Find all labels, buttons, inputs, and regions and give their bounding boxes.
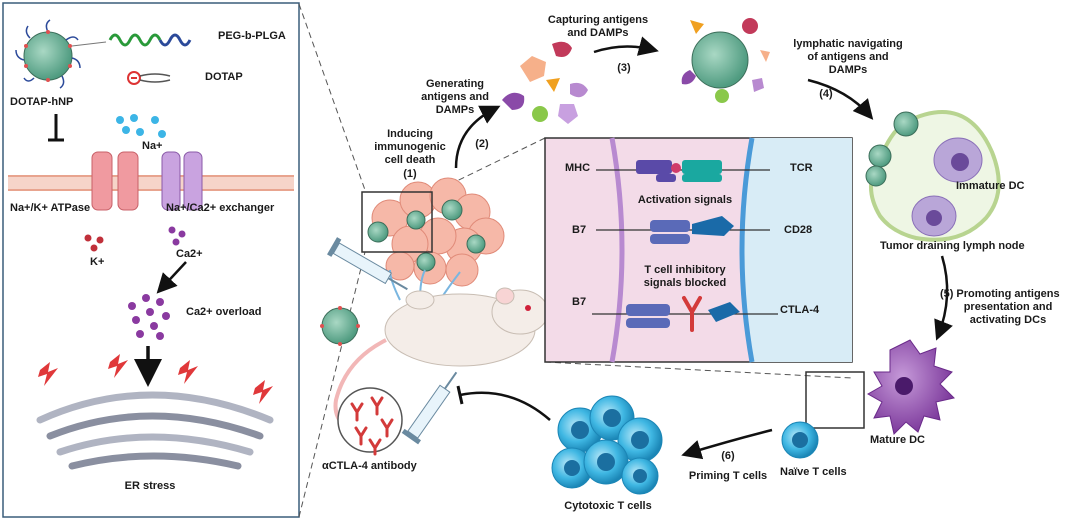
er-stress-label: ER stress (124, 480, 176, 492)
step1-label: Inducing immunogenic cell death (374, 128, 446, 166)
cd28-label: CD28 (784, 224, 813, 236)
peg-chain-icon (108, 33, 162, 47)
cytotoxic-t-cells-icon (551, 395, 663, 495)
tumor-mass-icon (367, 177, 505, 287)
actla4-antibody-label: αCTLA-4 antibody (322, 460, 417, 472)
nanoparticle-syringe-icon (327, 237, 408, 291)
dotap-hnp-icon (15, 19, 81, 89)
tcr-label: TCR (790, 162, 813, 174)
zoom-box-tumor (361, 191, 433, 253)
antigens-damps-icon (502, 41, 588, 124)
k-label: K+ (90, 256, 105, 268)
b7-top-label: B7 (572, 224, 587, 236)
mouse-icon (333, 287, 549, 442)
step4-number: (4) (819, 88, 833, 100)
step2-number: (2) (475, 138, 489, 150)
sodium-ions (116, 114, 166, 138)
calcium-overload-icon (128, 294, 170, 340)
cytotoxic-t-cells-label: Cytotoxic T cells (564, 500, 652, 512)
calcium-ions (168, 226, 186, 246)
ctla4-label: CTLA-4 (780, 304, 820, 316)
zoom-lines (298, 3, 853, 518)
na-label: Na+ (142, 140, 163, 152)
immature-dc-label: Immature DC (956, 180, 1025, 192)
na-k-atpase-icon (91, 151, 139, 211)
step1-number: (1) (403, 168, 417, 180)
step5-label: Promoting antigens presentation and acti… (956, 288, 1060, 326)
naive-t-cells-label: Naïve T cells (780, 466, 847, 478)
na-ca-exchanger-icon (161, 151, 203, 211)
zoom-box-dc (805, 371, 865, 429)
step2-label: Generating antigens and DAMPs (421, 78, 489, 116)
ca-label: Ca2+ (176, 248, 203, 260)
step-arrows (454, 36, 953, 460)
step6-number: (6) (721, 450, 735, 462)
mature-dc-icon (866, 339, 955, 435)
activation-signals-label: Activation signals (637, 194, 733, 206)
inhibitory-signals-label: T cell inhibitory signals blocked (643, 264, 727, 289)
lymph-node-icon (869, 110, 1001, 242)
lymph-node-label: Tumor draining lymph node (880, 240, 1025, 252)
ca-overload-label: Ca2+ overload (186, 306, 262, 318)
dotap-hnp-label: DOTAP-hNP (10, 96, 74, 108)
endoplasmic-reticulum-icon (36, 391, 274, 470)
step6-label: Priming T cells (688, 470, 768, 482)
immune-synapse-panel (544, 137, 853, 363)
lymph-node-nanoparticles (865, 111, 919, 187)
dotap-lipid-icon (127, 71, 171, 85)
step4-label: lymphatic navigating of antigens and DAM… (793, 38, 903, 76)
na-ca-exchanger-label: Na+/Ca2+ exchanger (166, 202, 275, 214)
plga-chain-icon (158, 33, 192, 47)
mhc-label: MHC (565, 162, 591, 174)
step3-number: (3) (617, 62, 631, 74)
stress-lightning-icons (38, 354, 273, 404)
cell-membrane (8, 176, 294, 190)
na-k-atpase-label: Na+/K+ ATPase (10, 202, 91, 214)
potassium-ions (84, 234, 104, 252)
antibody-zoom-circle (337, 387, 403, 456)
antigen-loaded-nanoparticle-icon (681, 18, 770, 103)
step5-number: (5) (940, 288, 954, 300)
dotap-label: DOTAP (205, 71, 243, 83)
mature-dc-label: Mature DC (870, 434, 926, 446)
antibody-syringe-icon (401, 371, 458, 445)
inhibition-arrow (459, 391, 551, 421)
step3-label: Capturing antigens and DAMPs (547, 14, 649, 39)
free-nanoparticle-icon (320, 306, 360, 346)
peg-b-plga-label: PEG-b-PLGA (218, 30, 286, 42)
b7-bottom-label: B7 (572, 296, 587, 308)
naive-t-cell-icon (781, 421, 819, 459)
